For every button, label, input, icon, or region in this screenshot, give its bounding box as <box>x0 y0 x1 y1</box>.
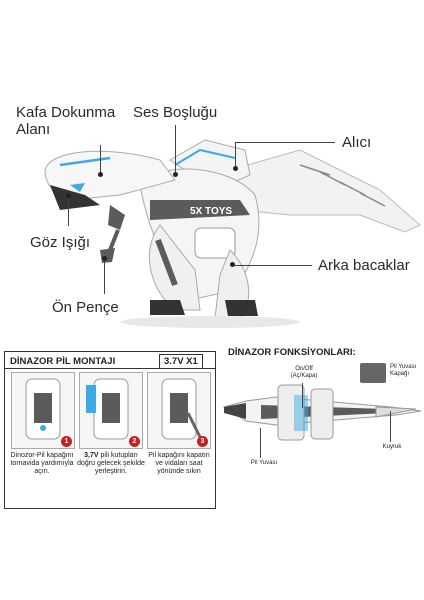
callout-head-touch: Kafa Dokunma Alanı <box>16 104 116 138</box>
step-1-image <box>11 372 75 449</box>
brand-text: 5X TOYS <box>190 206 232 217</box>
battery-spec: 3.7V X1 <box>159 354 203 369</box>
step-2-text: 3,7V pili kutupları doğru gelecek şekild… <box>77 452 145 475</box>
line-tail <box>390 411 391 442</box>
callout-line-receiver-v <box>235 142 236 168</box>
callout-dot-head <box>98 172 103 177</box>
callout-line-rearlegs <box>232 265 312 266</box>
callout-line-claw <box>104 258 105 294</box>
function-panel-title: DİNAZOR FONKSİYONLARI: <box>228 347 356 358</box>
callout-dot-sound <box>173 172 178 177</box>
callout-line-receiver-h <box>235 142 335 143</box>
battery-panel: DİNAZOR PİL MONTAJI 3.7V X1 1 2 3 Dinozo… <box>4 351 216 509</box>
callout-line-eye <box>68 196 69 226</box>
callout-line-head <box>100 145 101 175</box>
label-onoff: On/Off (Aç/Kapa) <box>290 366 318 379</box>
robot-illustration: 5X TOYS <box>44 139 421 328</box>
callout-dot-eye <box>66 193 71 198</box>
divider <box>5 368 215 369</box>
callout-dot-claw <box>102 256 107 261</box>
callout-dot-rearlegs <box>230 262 235 267</box>
callout-sound-hole: Ses Boşluğu <box>133 104 218 121</box>
step-3-badge: 3 <box>197 436 208 447</box>
step-1-text: Dinozor-Pil kapağını tornavida yardımıyl… <box>10 452 74 475</box>
label-battery-slot: Pil Yuvası <box>250 460 278 466</box>
battery-panel-title: DİNAZOR PİL MONTAJI <box>10 356 116 367</box>
callout-dot-receiver <box>233 166 238 171</box>
label-tail: Kuyruk <box>382 444 402 450</box>
callout-rear-legs: Arka bacaklar <box>318 257 410 274</box>
line-battery-slot <box>260 428 261 458</box>
label-battery-cover: Pil Yuvası Kapağı <box>390 364 417 377</box>
callout-receiver: Alıcı <box>342 134 372 151</box>
step-2-image <box>79 372 143 449</box>
battery-cover-icon <box>360 363 386 383</box>
callout-front-claw: Ön Pençe <box>52 299 119 316</box>
step-1-badge: 1 <box>61 436 72 447</box>
function-diagram <box>216 365 424 465</box>
step-2-badge: 2 <box>129 436 140 447</box>
step-3-text: Pil kapağını kapatın ve vidaları saat yö… <box>148 452 210 475</box>
callout-eye-light: Göz Işığı <box>30 234 91 251</box>
callout-line-sound <box>175 125 176 175</box>
eye-light <box>70 183 85 192</box>
line-onoff <box>302 383 303 408</box>
